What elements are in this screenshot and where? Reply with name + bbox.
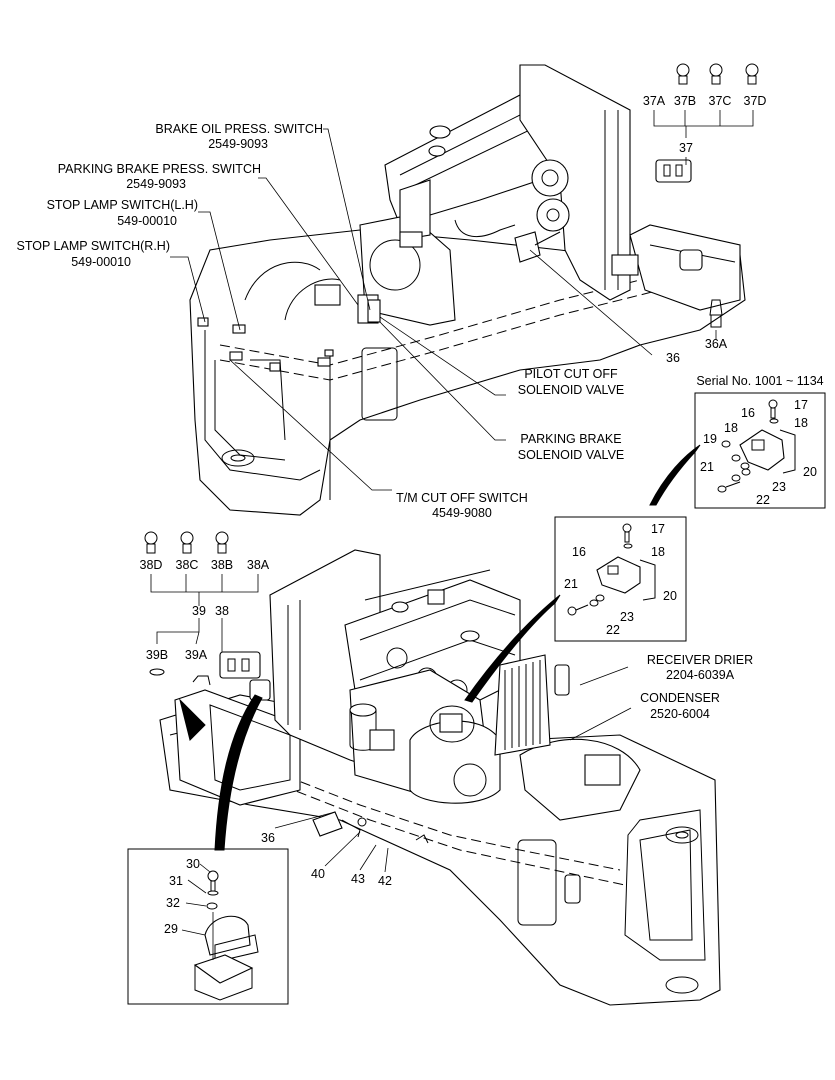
part-40: 40	[311, 867, 325, 881]
top-switches	[197, 294, 381, 372]
detail1-19: 19	[703, 432, 717, 446]
label-stop-lamp-switch-lh: STOP LAMP SWITCH(L.H)	[47, 198, 198, 212]
pn-receiver-drier: 2204-6039A	[666, 668, 735, 682]
detail3-32: 32	[166, 896, 180, 910]
part-36-bottom: 36	[261, 831, 275, 845]
pn-condenser: 2520-6004	[650, 707, 710, 721]
part-39: 39	[192, 604, 206, 618]
top-engine	[314, 64, 631, 326]
label-pilot-cut-off-sv: SOLENOID VALVE	[518, 383, 625, 397]
detail-box-serial	[649, 392, 826, 509]
label-stop-lamp-switch-rh: STOP LAMP SWITCH(R.H)	[17, 239, 171, 253]
part-43: 43	[351, 872, 365, 886]
part-36a: 36A	[705, 337, 728, 351]
pn-brake-oil-press-switch: 2549-9093	[208, 137, 268, 151]
part-number-labels: 37A 37B 37C 37D 37 36 36A 38D 38C 38B 38…	[140, 94, 817, 936]
pn-stop-lamp-switch-rh: 549-00010	[71, 255, 131, 269]
part-39a: 39A	[185, 648, 208, 662]
part-38: 38	[215, 604, 229, 618]
detail1-23: 23	[772, 480, 786, 494]
top-battery-box	[611, 159, 741, 311]
part-37: 37	[679, 141, 693, 155]
detail2-16: 16	[572, 545, 586, 559]
part-37d: 37D	[744, 94, 767, 108]
detail1-22: 22	[756, 493, 770, 507]
bulb-icon	[709, 63, 723, 85]
detail-box-bottom	[127, 694, 289, 1005]
pn-tm-cut-off-switch: 4549-9080	[432, 506, 492, 520]
part-38a: 38A	[247, 558, 270, 572]
label-parking-brake-press-switch: PARKING BRAKE PRESS. SWITCH	[58, 162, 261, 176]
label-serial-no: Serial No. 1001 ~ 1134	[696, 374, 823, 388]
top-leader-lines	[170, 128, 717, 491]
pn-stop-lamp-switch-lh: 549-00010	[117, 214, 177, 228]
bulb-icon	[709, 299, 723, 328]
part-36-top: 36	[666, 351, 680, 365]
label-parking-brake-sv-2: SOLENOID VALVE	[518, 448, 625, 462]
detail2-23: 23	[620, 610, 634, 624]
label-brake-oil-press-switch: BRAKE OIL PRESS. SWITCH	[155, 122, 323, 136]
part-38b: 38B	[211, 558, 233, 572]
detail1-16: 16	[741, 406, 755, 420]
bulb-icon	[215, 531, 229, 554]
detail2-21: 21	[564, 577, 578, 591]
bulb-icon	[676, 63, 690, 85]
detail1-21: 21	[700, 460, 714, 474]
part-38c: 38C	[176, 558, 199, 572]
label-tm-cut-off-switch: T/M CUT OFF SWITCH	[396, 491, 528, 505]
label-pilot-cut-off: PILOT CUT OFF	[524, 367, 618, 381]
label-receiver-drier: RECEIVER DRIER	[647, 653, 753, 667]
detail1-18b: 18	[724, 421, 738, 435]
pn-parking-brake-press-switch: 2549-9093	[126, 177, 186, 191]
bulb-icon	[745, 63, 759, 85]
callout-labels: BRAKE OIL PRESS. SWITCH 2549-9093 PARKIN…	[17, 122, 824, 721]
bulbs-37	[653, 63, 759, 328]
detail3-30: 30	[186, 857, 200, 871]
detail1-18a: 18	[794, 416, 808, 430]
detail1-17: 17	[794, 398, 808, 412]
bulb-icon	[180, 531, 194, 554]
part-39b: 39B	[146, 648, 168, 662]
bulb-icon	[144, 531, 158, 554]
part-37a: 37A	[643, 94, 666, 108]
part-38d: 38D	[140, 558, 163, 572]
detail-box-mid	[429, 516, 687, 743]
detail1-20: 20	[803, 465, 817, 479]
bulbs-38	[144, 531, 259, 686]
label-parking-brake-sv: PARKING BRAKE	[520, 432, 621, 446]
detail2-18: 18	[651, 545, 665, 559]
detail2-20: 20	[663, 589, 677, 603]
detail2-22: 22	[606, 623, 620, 637]
detail2-17: 17	[651, 522, 665, 536]
detail3-31: 31	[169, 874, 183, 888]
part-42: 42	[378, 874, 392, 888]
part-37c: 37C	[709, 94, 732, 108]
part-37b: 37B	[674, 94, 696, 108]
bottom-leader-lines	[274, 666, 632, 873]
detail3-29: 29	[164, 922, 178, 936]
label-condenser: CONDENSER	[640, 691, 720, 705]
